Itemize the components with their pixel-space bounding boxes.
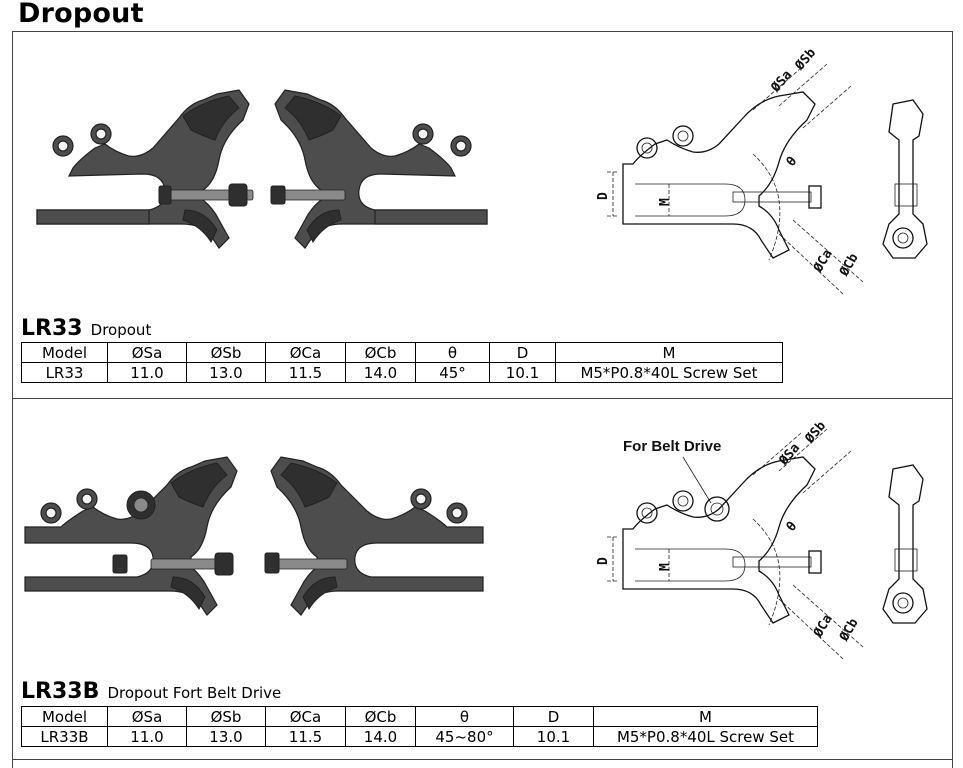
dim-label-d: D — [596, 557, 611, 565]
cell-m: M5*P0.8*40L Screw Set — [555, 362, 783, 383]
cell-d: 10.1 — [489, 362, 556, 383]
technical-drawing-lr33b: For Belt Drive D M θ ØSa ØSb ØCa ØCb — [596, 419, 928, 660]
col-header-ca: ØCa — [265, 706, 346, 727]
cell-sb: 13.0 — [186, 362, 266, 383]
dropout-right-image — [270, 89, 488, 249]
product-description: Dropout Fort Belt Drive — [107, 684, 282, 702]
table-header-row: Model ØSa ØSb ØCa ØCb θ D M — [21, 706, 818, 727]
col-header-d: D — [513, 706, 594, 727]
table-row: LR33 11.0 13.0 11.5 14.0 45° 10.1 M5*P0.… — [21, 362, 783, 383]
cell-ca: 11.5 — [265, 362, 346, 383]
col-header-m: M — [555, 342, 783, 363]
table-row: LR33B 11.0 13.0 11.5 14.0 45~80° 10.1 M5… — [21, 726, 818, 747]
dim-label-m: M — [658, 198, 673, 206]
dim-label-sa: ØSa — [776, 441, 803, 470]
dim-label-cb: ØCb — [836, 616, 861, 645]
product-section-lr33: D M θ ØSa ØSb ØCa ØCb LR33 Dropout Model… — [13, 32, 952, 398]
cell-cb: 14.0 — [345, 726, 416, 747]
col-header-sb: ØSb — [186, 342, 266, 363]
dim-label-sb: ØSb — [792, 46, 819, 75]
col-header-sb: ØSb — [186, 706, 266, 727]
product-code: LR33B — [21, 679, 100, 704]
spec-table-lr33b: Model ØSa ØSb ØCa ØCb θ D M LR33B 11.0 1… — [21, 706, 818, 747]
drawing-note: For Belt Drive — [623, 438, 721, 455]
product-title-lr33b: LR33B Dropout Fort Belt Drive — [21, 679, 281, 704]
dim-label-ca: ØCa — [810, 612, 835, 641]
cell-theta: 45~80° — [415, 726, 514, 747]
cell-m: M5*P0.8*40L Screw Set — [593, 726, 818, 747]
dim-label-m: M — [658, 563, 673, 571]
col-header-d: D — [489, 342, 556, 363]
col-header-sa: ØSa — [107, 342, 187, 363]
product-title-lr33: LR33 Dropout — [21, 316, 151, 341]
section-divider — [12, 759, 953, 760]
section-divider — [12, 398, 953, 399]
spec-table-lr33: Model ØSa ØSb ØCa ØCb θ D M LR33 11.0 13… — [21, 342, 783, 383]
technical-drawing-lr33: D M θ ØSa ØSb ØCa ØCb — [596, 46, 928, 295]
product-description: Dropout — [90, 321, 152, 339]
col-header-theta: θ — [415, 706, 514, 727]
product-code: LR33 — [21, 316, 83, 341]
col-header-cb: ØCb — [345, 706, 416, 727]
col-header-theta: θ — [415, 342, 490, 363]
cell-ca: 11.5 — [265, 726, 346, 747]
cell-model: LR33 — [21, 362, 108, 383]
col-header-sa: ØSa — [107, 706, 187, 727]
page-title: Dropout — [18, 0, 144, 29]
dim-label-theta: θ — [784, 519, 801, 535]
content-frame — [12, 31, 953, 768]
dropout-left-image — [36, 89, 254, 249]
cell-model: LR33B — [21, 726, 108, 747]
product-section-lr33b: For Belt Drive D M θ ØSa ØSb ØCa ØCb LR3… — [13, 399, 952, 759]
cell-sa: 11.0 — [107, 362, 187, 383]
col-header-cb: ØCb — [345, 342, 416, 363]
dim-label-sa: ØSa — [768, 68, 795, 97]
table-header-row: Model ØSa ØSb ØCa ØCb θ D M — [21, 342, 783, 363]
dropout-right-image — [264, 456, 484, 616]
dim-label-sb: ØSb — [802, 419, 829, 448]
dim-label-ca: ØCa — [810, 247, 835, 276]
cell-d: 10.1 — [513, 726, 594, 747]
col-header-model: Model — [21, 342, 108, 363]
dropout-left-image — [24, 456, 238, 616]
cell-sb: 13.0 — [186, 726, 266, 747]
dim-label-cb: ØCb — [836, 251, 861, 280]
col-header-model: Model — [21, 706, 108, 727]
dim-label-theta: θ — [784, 154, 801, 170]
cell-sa: 11.0 — [107, 726, 187, 747]
cell-theta: 45° — [415, 362, 490, 383]
dim-label-d: D — [596, 192, 611, 200]
col-header-ca: ØCa — [265, 342, 346, 363]
col-header-m: M — [593, 706, 818, 727]
cell-cb: 14.0 — [345, 362, 416, 383]
